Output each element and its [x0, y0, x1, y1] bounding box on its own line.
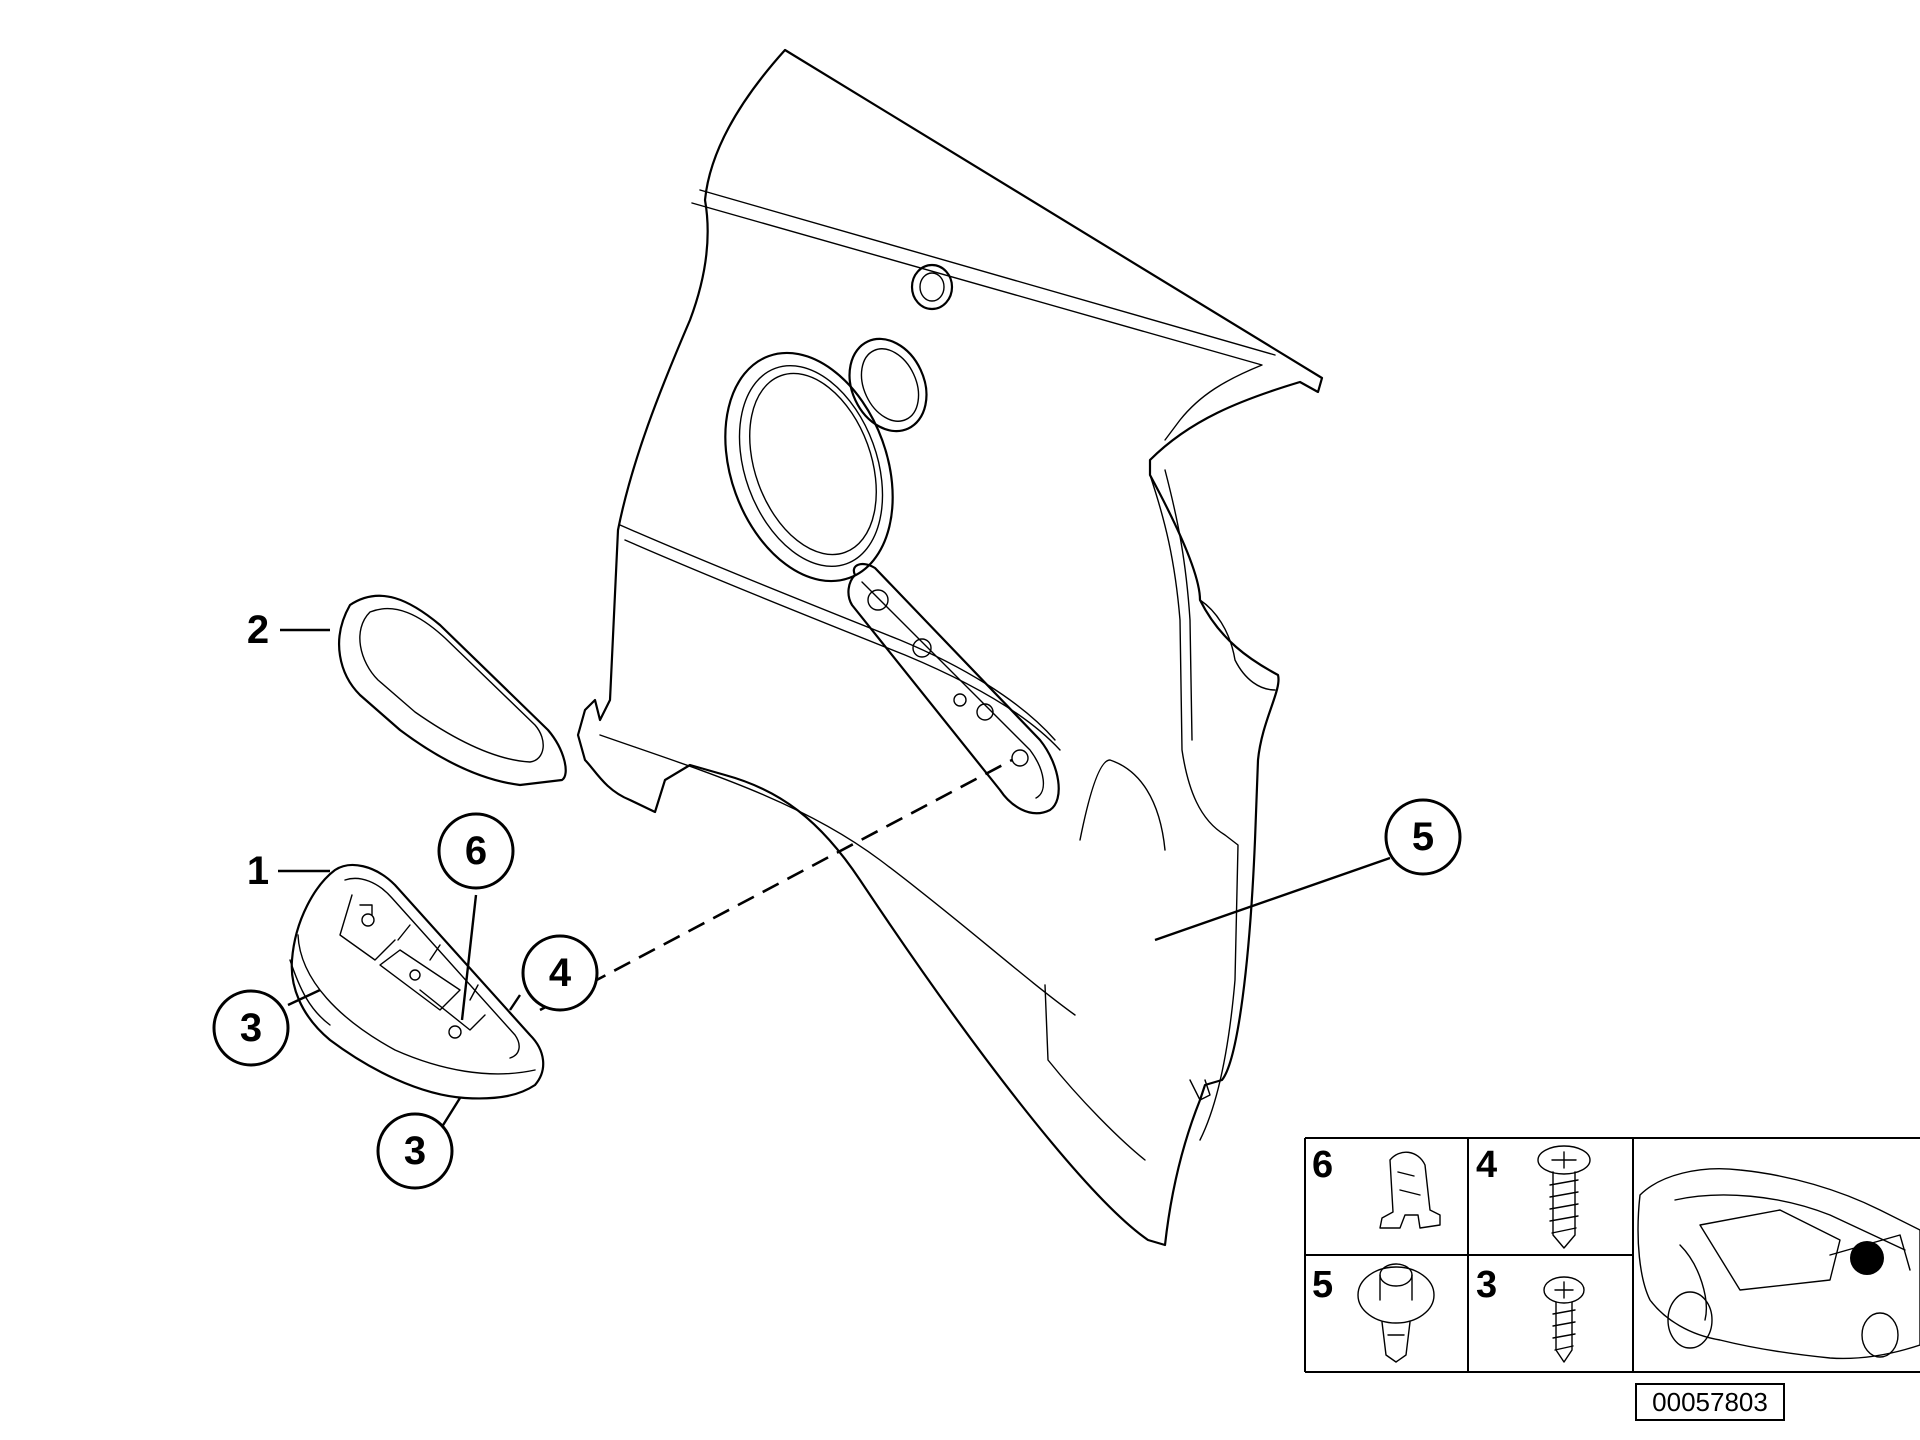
doc-number-box: 00057803	[1635, 1383, 1785, 1421]
callout-6: 6	[437, 812, 515, 890]
plastic-clip-icon	[1379, 1151, 1441, 1229]
svg-text:6: 6	[1312, 1144, 1333, 1186]
side-trim-panel	[576, 48, 1324, 1247]
armrest-cover	[338, 594, 567, 787]
label-part-1: 1	[247, 849, 269, 893]
callout-4: 4	[521, 934, 599, 1012]
svg-text:4: 4	[1476, 1144, 1497, 1186]
assembly-dashed-line	[539, 758, 1013, 1012]
legend-table: 6 4 5	[1304, 1137, 1920, 1373]
svg-text:5: 5	[1412, 815, 1434, 859]
callout-3-lower: 3	[376, 1112, 454, 1190]
svg-text:3: 3	[240, 1006, 262, 1050]
legend-cell-6: 6	[1312, 1144, 1441, 1229]
svg-text:4: 4	[549, 951, 572, 995]
svg-text:3: 3	[404, 1129, 426, 1173]
legend-cell-3: 3	[1476, 1264, 1585, 1363]
callout-5: 5	[1384, 798, 1462, 876]
label-part-2: 2	[247, 608, 269, 652]
leader-lines	[278, 628, 1391, 1131]
car-silhouette-icon	[1637, 1168, 1920, 1360]
legend-cell-4: 4	[1476, 1144, 1591, 1249]
svg-text:6: 6	[465, 829, 487, 873]
svg-text:3: 3	[1476, 1264, 1497, 1306]
callout-3-upper: 3	[212, 989, 290, 1067]
screw-icon	[1537, 1145, 1591, 1249]
legend-cell-5: 5	[1312, 1263, 1435, 1363]
armrest-switch-unit	[289, 863, 545, 1100]
expanding-rivet-icon	[1357, 1263, 1435, 1363]
svg-text:5: 5	[1312, 1264, 1333, 1306]
highlight-dot	[1850, 1241, 1884, 1275]
self-tapping-screw-icon	[1543, 1276, 1585, 1363]
svg-text:00057803: 00057803	[1652, 1387, 1768, 1417]
